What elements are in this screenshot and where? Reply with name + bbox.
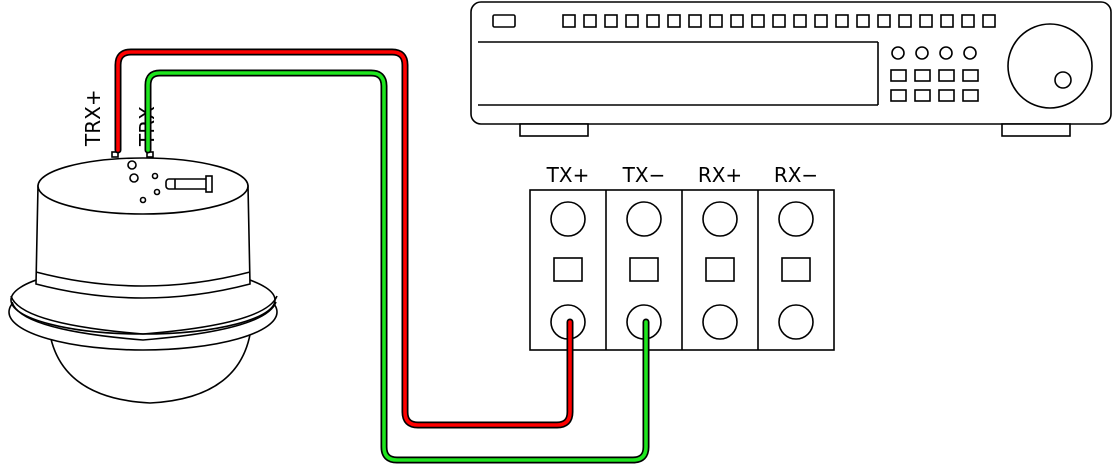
- terminal-label-rx-plus: RX+: [698, 163, 742, 187]
- wire-negative: [144, 69, 650, 464]
- camera-label-trx-plus: TRX+: [81, 89, 105, 147]
- wire-positive: [114, 48, 574, 429]
- terminal-screws: [550, 201, 814, 340]
- terminal-label-tx-minus: TX−: [622, 163, 666, 187]
- terminal-label-tx-plus: TX+: [546, 163, 590, 187]
- front-panel-buttons: [562, 14, 996, 28]
- rs485-wires: [114, 48, 650, 464]
- terminal-labels: TX+ TX− RX+ RX−: [546, 163, 819, 187]
- terminal-block: [529, 189, 835, 351]
- control-keypad: [890, 46, 979, 102]
- terminal-label-rx-minus: RX−: [774, 163, 818, 187]
- ptz-dome-camera-icon: [8, 151, 278, 404]
- jog-dial-icon: [1007, 23, 1093, 109]
- dvr-controller-icon: [470, 1, 1112, 137]
